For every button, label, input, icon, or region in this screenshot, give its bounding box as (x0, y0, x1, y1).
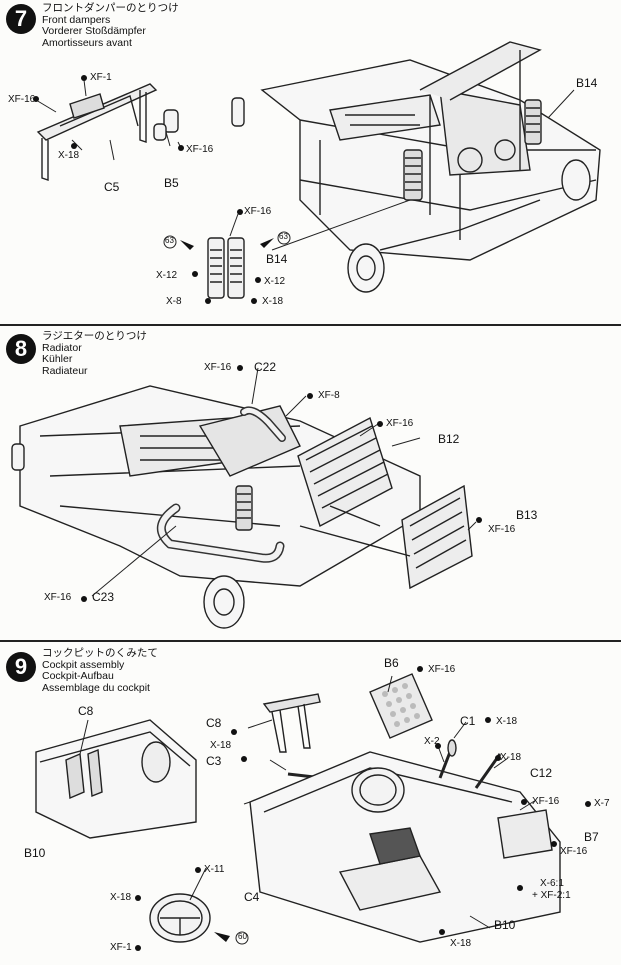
step-8-title-fr: Radiateur (42, 364, 88, 377)
step-7-diagram (33, 41, 601, 304)
step-8-label-c22: C22 (254, 360, 277, 374)
step-7-label-b5: B5 (164, 176, 179, 190)
step-7-section: 7 フロントダンパーのとりつけ Front dampers Vorderer S… (0, 0, 621, 322)
step-8-label-xf16-a: XF-16 (204, 362, 232, 373)
step-9-label-x18-b: X-18 (496, 716, 518, 727)
step-9-label-xf2: + XF-2:1 (532, 890, 571, 901)
step-8-label-xf8: XF-8 (318, 390, 340, 401)
step-7-label-x8: X-8 (166, 296, 182, 307)
step-8-label-xf16-b: XF-16 (386, 418, 414, 429)
step-9-label-c8-a: C8 (78, 704, 94, 718)
step-8-label-c23: C23 (92, 590, 115, 604)
step-9-label-b10-a: B10 (24, 846, 46, 860)
step-9-label-c1: C1 (460, 714, 476, 728)
step-9-label-ref60: 60 (238, 932, 247, 941)
step-9-label-c8-b: C8 (206, 716, 222, 730)
step-8-title-de: Kühler (42, 353, 73, 365)
step-9-number: 9 (6, 652, 36, 682)
step-7-label-x12-b: X-12 (264, 276, 286, 287)
separator-8-9 (0, 640, 621, 642)
step-9-label-x2: X-2 (424, 736, 440, 747)
step-9-section: 9 コックピットのくみたて Cockpit assembly Cockpit-A… (0, 642, 621, 965)
step-7-label-b14-b: B14 (576, 76, 598, 90)
step-8-label-xf16-d: XF-16 (44, 592, 72, 603)
step-9-label-xf16-a: XF-16 (428, 664, 456, 675)
step-9-label-c3: C3 (206, 754, 222, 768)
step-7-title-jp: フロントダンパーのとりつけ (42, 2, 179, 14)
step-7-title-en: Front dampers (42, 13, 111, 26)
step-9-label-c4: C4 (244, 890, 260, 904)
step-9-label-x7: X-7 (594, 798, 610, 809)
step-9-label-x18-a: X-18 (210, 740, 232, 751)
step-9-label-x18-d: X-18 (110, 892, 132, 903)
step-7-label-x18-b: X-18 (262, 296, 284, 307)
step-7-label-x12-a: X-12 (156, 270, 178, 281)
step-8-label-b13: B13 (516, 508, 538, 522)
step-7-number: 7 (6, 4, 36, 34)
step-7-titles: フロントダンパーのとりつけ Front dampers Vorderer Sto… (42, 2, 179, 49)
step-8-title-en: Radiator (42, 341, 82, 354)
step-9-label-c12: C12 (530, 766, 553, 780)
separator-7-8 (0, 324, 621, 326)
step-9-label-x11: X-11 (204, 864, 225, 875)
step-9-title-jp: コックピットのくみたて (42, 647, 158, 659)
step-9-title-de: Cockpit-Aufbau (42, 670, 114, 682)
step-9-label-b6: B6 (384, 656, 399, 670)
step-7-label-ref63-a: 63 (165, 236, 174, 245)
step-9-label-xf16-c: XF-16 (560, 846, 588, 857)
step-8-title-jp: ラジエターのとりつけ (42, 330, 147, 342)
step-9-titles: コックピットのくみたて Cockpit assembly Cockpit-Auf… (42, 647, 158, 694)
step-8-titles: ラジエターのとりつけ Radiator Kühler Radiateur (42, 330, 147, 377)
step-7-label-b14-a: B14 (266, 252, 288, 266)
step-7-title-de: Vorderer Stoßdämpfer (42, 25, 146, 37)
step-9-diagram (35, 666, 591, 951)
step-9-label-b7: B7 (584, 830, 599, 844)
step-7-label-xf16-a: XF-16 (8, 94, 36, 105)
step-7-label-xf1: XF-1 (90, 72, 112, 83)
step-9-label-xf1: XF-1 (110, 942, 132, 953)
step-7-label-ref63-b: 63 (279, 232, 288, 241)
step-8-section: 8 ラジエターのとりつけ Radiator Kühler Radiateur (0, 326, 621, 638)
step-9-label-x6: X-6:1 (540, 878, 564, 889)
step-9-title-en: Cockpit assembly (42, 658, 125, 671)
step-8-label-b12: B12 (438, 432, 460, 446)
step-7-label-xf16-c: XF-16 (244, 206, 272, 217)
step-9-label-x18-e: X-18 (450, 938, 472, 949)
step-8-number: 8 (6, 334, 36, 364)
step-7-title-fr: Amortisseurs avant (42, 36, 132, 49)
step-8-diagram (11, 365, 482, 629)
step-9-label-b10-b: B10 (494, 918, 516, 932)
step-9-label-x18-c: X-18 (500, 752, 522, 763)
step-7-label-x18-a: X-18 (58, 150, 80, 161)
step-8-label-xf16-c: XF-16 (488, 524, 516, 535)
step-7-label-xf16-b: XF-16 (186, 144, 214, 155)
step-7-label-c5: C5 (104, 180, 120, 194)
step-9-title-fr: Assemblage du cockpit (42, 681, 150, 694)
step-9-label-xf16-b: XF-16 (532, 796, 560, 807)
